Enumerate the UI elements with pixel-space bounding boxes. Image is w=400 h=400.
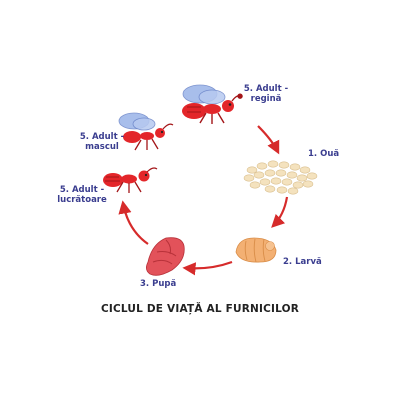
label-adult-male: 5. Adult - mascul <box>79 132 125 152</box>
arrow-eggs-to-larva <box>271 196 289 228</box>
pupa-icon <box>146 237 185 276</box>
label-eggs: 1. Ouă <box>308 149 340 159</box>
worker-ant-icon <box>103 167 158 193</box>
arrow-larva-to-pupa <box>182 260 233 276</box>
label-adult-queen: 5. Adult - regină <box>243 84 289 104</box>
eggs-icon <box>243 160 318 195</box>
label-adult-worker: 5. Adult - lucrătoare <box>57 185 107 205</box>
label-larva: 2. Larvă <box>283 257 322 267</box>
arrow-pupa-to-worker <box>118 200 149 245</box>
diagram-title: CICLUL DE VIAȚĂ AL FURNICILOR <box>100 303 300 315</box>
svg-text:●: ● <box>237 92 243 100</box>
label-pupa: 3. Pupă <box>140 279 177 289</box>
arrow-queen-to-eggs <box>257 125 280 155</box>
queen-ant-icon <box>182 84 243 124</box>
larva-icon <box>235 237 277 263</box>
male-ant-icon <box>118 112 174 151</box>
